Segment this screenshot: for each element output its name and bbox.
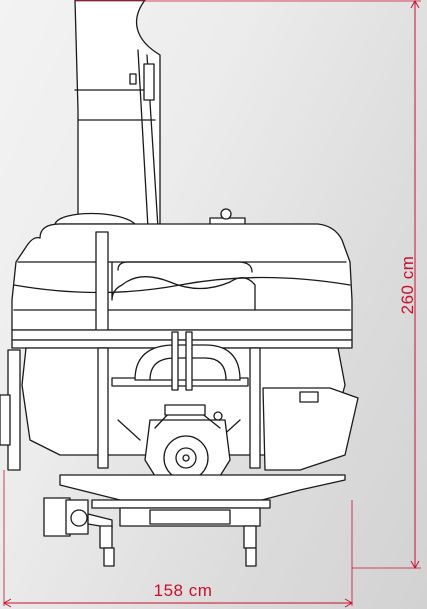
left-valve (43, 497, 113, 537)
height-dimension-label: 260 cm (398, 255, 417, 315)
caster-wheels (99, 525, 257, 567)
main-tank (11, 223, 353, 333)
chassis (59, 474, 346, 527)
pump (144, 404, 231, 493)
width-dimension-label: 158 cm (153, 581, 213, 600)
side-bin (262, 387, 359, 471)
dimension-lines (2, 0, 421, 608)
upper-boom-arm (74, 0, 161, 229)
center-hatch (134, 331, 241, 391)
